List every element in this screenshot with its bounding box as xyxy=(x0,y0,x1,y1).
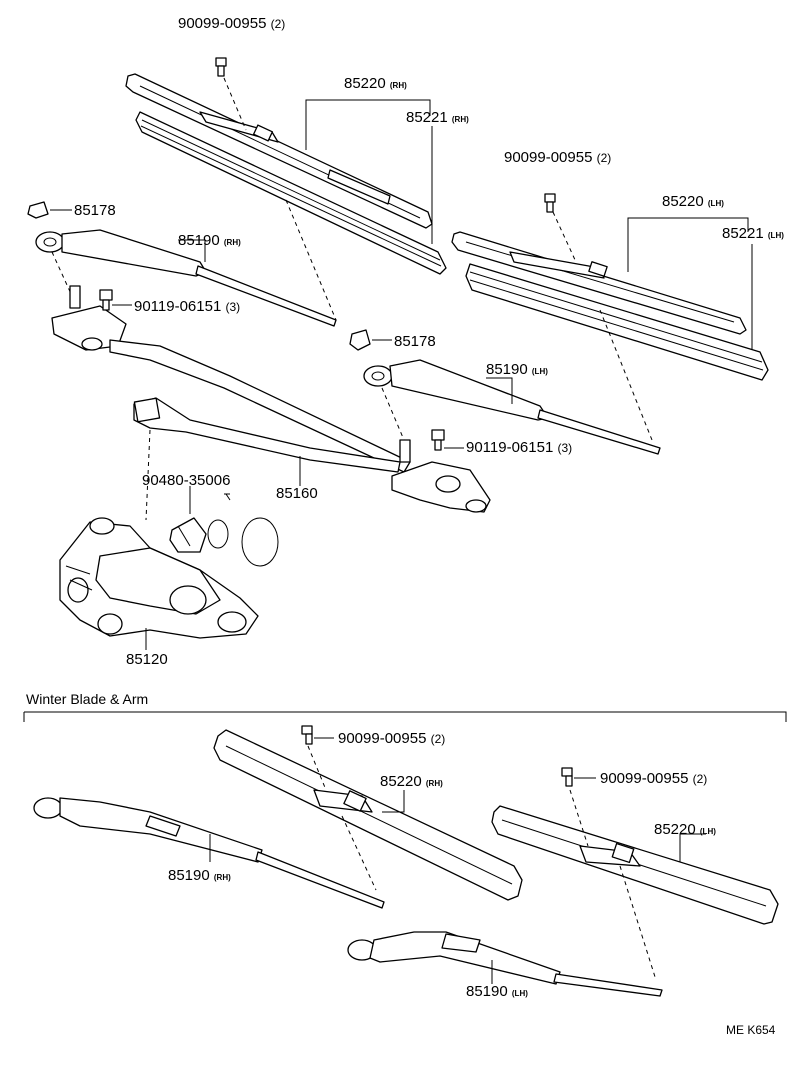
leader-line xyxy=(627,217,749,272)
label-grommet: 90480-35006 xyxy=(142,472,230,489)
label-winter-blade-rh: 85220 (RH) xyxy=(380,773,443,790)
label-winter-arm-lh: 85190 (LH) xyxy=(466,983,528,1000)
leader-dash xyxy=(285,199,337,321)
label-bolt-blade-lh: 90099-00955 (2) xyxy=(504,149,611,166)
label-link: 85160 xyxy=(276,485,318,502)
wiper-blade-lh-icon xyxy=(451,231,769,381)
label-winter-blade-lh: 85220 (LH) xyxy=(654,821,716,838)
motor-icon xyxy=(59,517,259,639)
cap-icon xyxy=(349,329,371,351)
grommet-icon xyxy=(169,493,279,567)
label-nut-lh: 90119-06151 (3) xyxy=(466,439,572,456)
leader-dash xyxy=(619,865,657,981)
wiper-arm-lh-icon xyxy=(363,359,661,455)
label-winter-bolt-lh: 90099-00955 (2) xyxy=(600,770,707,787)
leader-dash xyxy=(51,251,73,297)
leader-line xyxy=(305,99,431,150)
label-arm-lh: 85190 (LH) xyxy=(486,361,548,378)
label-cap-lh: 85178 xyxy=(394,333,436,350)
bolt-icon xyxy=(215,57,227,77)
label-bolt-blade-rh: 90099-00955 (2) xyxy=(178,15,285,32)
winter-blade-rh-icon xyxy=(213,729,523,901)
leader-dash xyxy=(223,77,247,131)
label-winter-arm-rh: 85190 (RH) xyxy=(168,867,231,884)
leader-dash xyxy=(145,429,151,521)
bolt-icon xyxy=(561,767,573,787)
leader-dash xyxy=(341,815,377,891)
bolt-icon xyxy=(301,725,313,745)
leader-line xyxy=(382,790,405,813)
nut-icon xyxy=(431,429,445,451)
cap-icon xyxy=(27,201,49,219)
leader-dash xyxy=(569,789,589,847)
leader-line xyxy=(486,377,513,404)
label-winter-bolt-rh: 90099-00955 (2) xyxy=(338,730,445,747)
pivot-lh-icon xyxy=(391,439,491,513)
pivot-rh-icon xyxy=(51,285,127,351)
section-title: Winter Blade & Arm xyxy=(26,691,148,707)
winter-blade-lh-icon xyxy=(491,805,779,925)
section-bracket xyxy=(23,711,787,722)
leader-line xyxy=(679,833,706,862)
wiper-arm-rh-icon xyxy=(35,229,337,327)
label-blade-rh-85220: 85220 (RH) xyxy=(344,75,407,92)
label-blade-lh-85221: 85221 (LH) xyxy=(722,225,784,242)
label-cap-rh: 85178 xyxy=(74,202,116,219)
leader-line xyxy=(178,239,206,262)
link-rod-icon xyxy=(109,339,411,473)
figure-code: ME K654 xyxy=(726,1023,776,1037)
label-motor: 85120 xyxy=(126,651,168,668)
winter-arm-rh-icon xyxy=(33,797,385,909)
bolt-icon xyxy=(544,193,556,213)
nut-icon xyxy=(99,289,113,311)
wiper-blade-rh-icon xyxy=(125,73,447,275)
winter-arm-lh-icon xyxy=(347,931,663,997)
label-arm-rh: 85190 (RH) xyxy=(178,232,241,249)
label-blade-rh-85221: 85221 (RH) xyxy=(406,109,469,126)
leader-dash xyxy=(552,211,577,263)
label-nut-rh: 90119-06151 (3) xyxy=(134,298,240,315)
leader-dash xyxy=(381,387,405,441)
label-blade-lh-85220: 85220 (LH) xyxy=(662,193,724,210)
